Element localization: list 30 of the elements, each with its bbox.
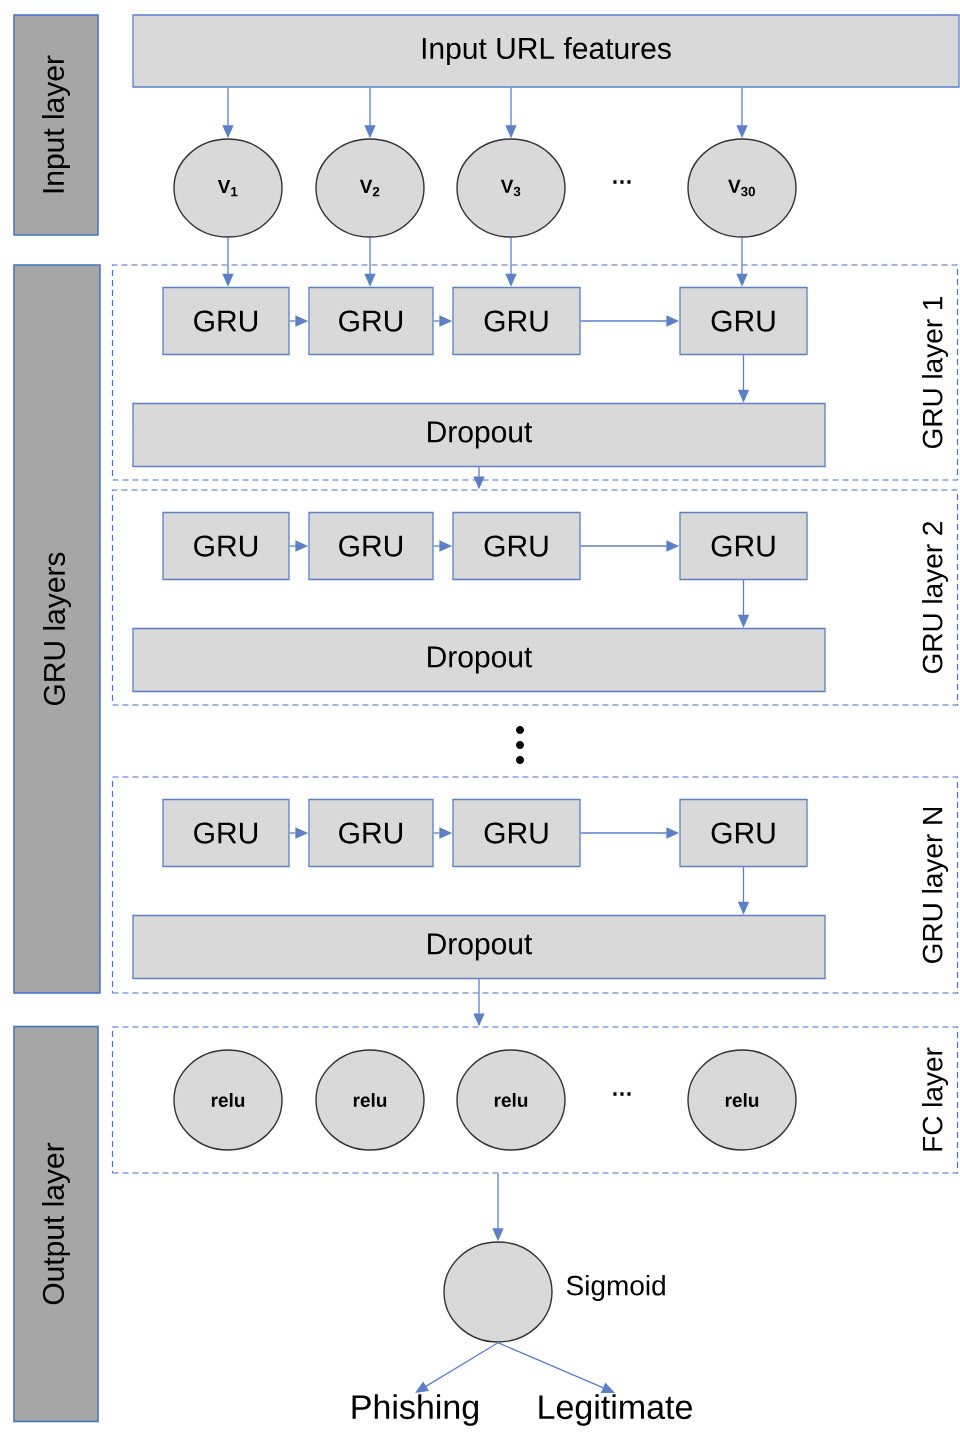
arrow	[497, 1342, 615, 1394]
arrow	[415, 1342, 499, 1393]
layer-band: GRU layers	[13, 264, 101, 994]
gru-box: GRU	[452, 511, 581, 581]
gru-box: GRU	[308, 511, 434, 581]
gru-box: GRU	[162, 511, 290, 581]
gru-box: GRU	[162, 286, 290, 356]
node-caption: Sigmoid	[566, 1274, 665, 1302]
layer-label: FC layer	[921, 1047, 949, 1151]
gru-box: GRU	[308, 286, 434, 356]
ellipsis-text: …	[613, 1092, 631, 1096]
layer-label: GRU layer 1	[921, 296, 949, 449]
gru-box: GRU	[308, 798, 434, 868]
output-text: Legitimate	[539, 1394, 692, 1426]
gru-box: GRU	[679, 511, 808, 581]
input-box: Input URL features	[132, 14, 960, 88]
gru-box: GRU	[452, 798, 581, 868]
gru-box: GRU	[162, 798, 290, 868]
layer-band: Output layer	[13, 1025, 99, 1423]
gru-box: GRU	[679, 798, 808, 868]
output-text: Phishing	[352, 1394, 478, 1426]
ellipsis-text: …	[613, 180, 631, 184]
dropout-box: Dropout	[132, 627, 826, 693]
gru-box: GRU	[679, 286, 808, 356]
dropout-box: Dropout	[132, 914, 826, 980]
layer-label: GRU layer N	[921, 808, 949, 963]
dropout-box: Dropout	[132, 402, 826, 468]
gru-box: GRU	[452, 286, 581, 356]
layer-label: GRU layer 2	[921, 521, 949, 674]
layer-band: Input layer	[13, 14, 99, 236]
